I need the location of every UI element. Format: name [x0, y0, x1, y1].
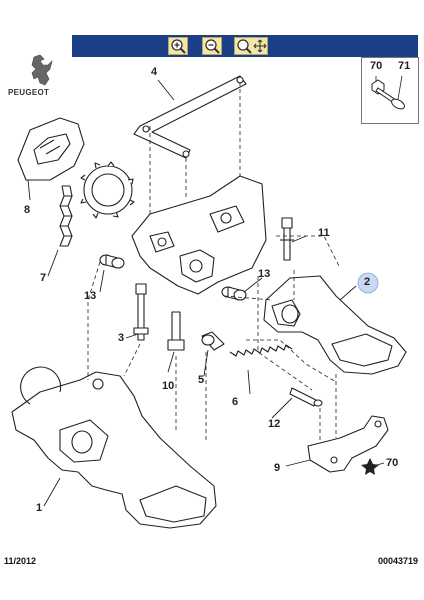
part-chain: [59, 185, 73, 247]
part-oil-pickup-right: [263, 275, 407, 375]
zoom-out-icon[interactable]: [202, 37, 222, 55]
part-bolt-11: [280, 217, 294, 261]
part-bracket-9: [307, 415, 389, 473]
callout-13-upper: 13: [84, 290, 97, 302]
part-sprocket: [80, 161, 135, 219]
part-pin-12: [289, 387, 323, 407]
callout-7: 7: [40, 272, 47, 284]
part-bolt-10: [167, 311, 185, 351]
bolt-washer-icon: [371, 75, 405, 110]
zoom-pan-icon[interactable]: [234, 37, 268, 55]
part-housing: [131, 175, 267, 295]
callout-9: 9: [274, 462, 281, 474]
callout-70: 70: [386, 457, 399, 469]
callout-70-inset: 70: [370, 60, 383, 72]
callout-71-inset: 71: [398, 60, 411, 72]
part-bolt-3: [133, 283, 149, 341]
callout-12: 12: [268, 418, 281, 430]
callout-4: 4: [151, 66, 158, 78]
callout-1: 1: [36, 502, 43, 514]
callout-2-highlight: [357, 272, 379, 294]
part-bracket-rod: [133, 75, 247, 159]
callout-8: 8: [24, 204, 31, 216]
callout-13-lower: 13: [258, 268, 271, 280]
callout-3: 3: [118, 332, 125, 344]
callout-5: 5: [198, 374, 205, 386]
callout-10: 10: [162, 380, 175, 392]
callout-11: 11: [318, 227, 330, 239]
callout-6: 6: [232, 396, 239, 408]
part-relief-piston: [201, 331, 225, 351]
part-cover: [17, 117, 85, 181]
footer-doc-number: 00043719: [377, 556, 418, 566]
part-sleeve-upper: [99, 254, 125, 269]
zoom-in-icon[interactable]: [168, 37, 188, 55]
toolbar: [6, 35, 418, 57]
footer-date: 11/2012: [4, 556, 37, 566]
toolbar-tab: [6, 35, 72, 57]
part-sleeve-lower: [221, 286, 247, 301]
brand-name: PEUGEOT: [8, 88, 50, 97]
peugeot-lion-logo: [31, 54, 53, 86]
part-oil-pump-body: [11, 366, 217, 529]
callout-2: 2: [364, 276, 371, 288]
fastener-inset: 70 71: [361, 57, 419, 124]
part-spring: [229, 344, 293, 357]
star-mark-icon: [361, 458, 379, 475]
reference-lines: [87, 82, 341, 440]
